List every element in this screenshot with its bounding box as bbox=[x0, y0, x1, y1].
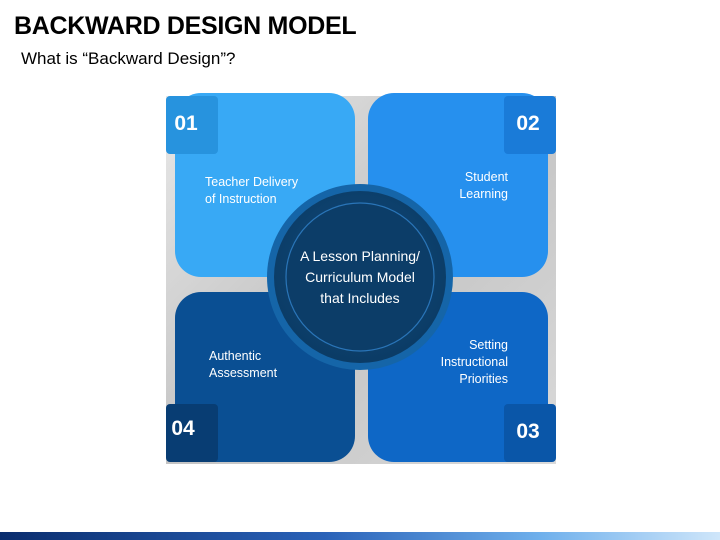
quadrant-01-number: 01 bbox=[174, 112, 198, 135]
quadrant-04-number: 04 bbox=[171, 417, 195, 440]
quadrant-02-badge bbox=[504, 96, 556, 154]
quadrant-02-number: 02 bbox=[516, 112, 540, 135]
quadrant-01-badge bbox=[166, 96, 218, 154]
footer-gradient-bar bbox=[0, 532, 720, 540]
page-subtitle: What is “Backward Design”? bbox=[21, 49, 236, 68]
center-label: A Lesson Planning/ Curriculum Model that… bbox=[300, 248, 420, 306]
quadrant-01-label: Teacher Delivery of Instruction bbox=[205, 175, 299, 206]
quadrant-02-label: Student Learning bbox=[459, 170, 508, 201]
quadrant-03-badge bbox=[504, 404, 556, 462]
page-title: BACKWARD DESIGN MODEL bbox=[14, 12, 357, 40]
quadrant-03-label: Setting Instructional Priorities bbox=[440, 338, 508, 386]
quadrant-04-label: Authentic Assessment bbox=[209, 349, 278, 380]
quadrant-03-number: 03 bbox=[516, 420, 540, 443]
quadrant-04-badge bbox=[166, 404, 218, 462]
center-circle bbox=[267, 184, 453, 370]
